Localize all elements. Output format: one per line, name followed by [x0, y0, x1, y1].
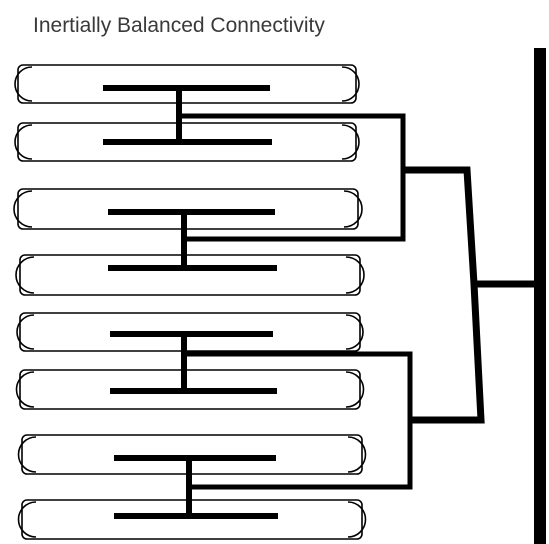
cell-cap-left — [14, 124, 33, 160]
cell-body — [19, 254, 361, 296]
cell-cap-right — [345, 371, 365, 408]
cell-cap-left — [15, 371, 35, 408]
cell-cap-right — [347, 436, 367, 473]
connections — [103, 48, 546, 544]
cell-cap-right — [345, 314, 364, 350]
cell-cap-left — [17, 501, 37, 538]
cell — [15, 254, 365, 296]
quad-link-upper — [179, 113, 406, 242]
bus-link — [403, 166, 485, 424]
cell-cap-left — [14, 66, 33, 102]
cell-body — [17, 64, 357, 104]
diagram-title: Inertially Balanced Connectivity — [33, 14, 325, 37]
cell-cap-right — [341, 124, 360, 160]
cell-cap-right — [343, 190, 363, 228]
cell-cap-left — [15, 256, 35, 294]
cell-cap-right — [341, 66, 360, 102]
cell — [14, 64, 360, 104]
cell-cap-left — [17, 436, 37, 473]
cell-cap-right — [345, 256, 365, 294]
cell-cap-left — [16, 314, 35, 350]
cell-cap-right — [347, 501, 367, 538]
cell-cap-left — [13, 190, 33, 228]
